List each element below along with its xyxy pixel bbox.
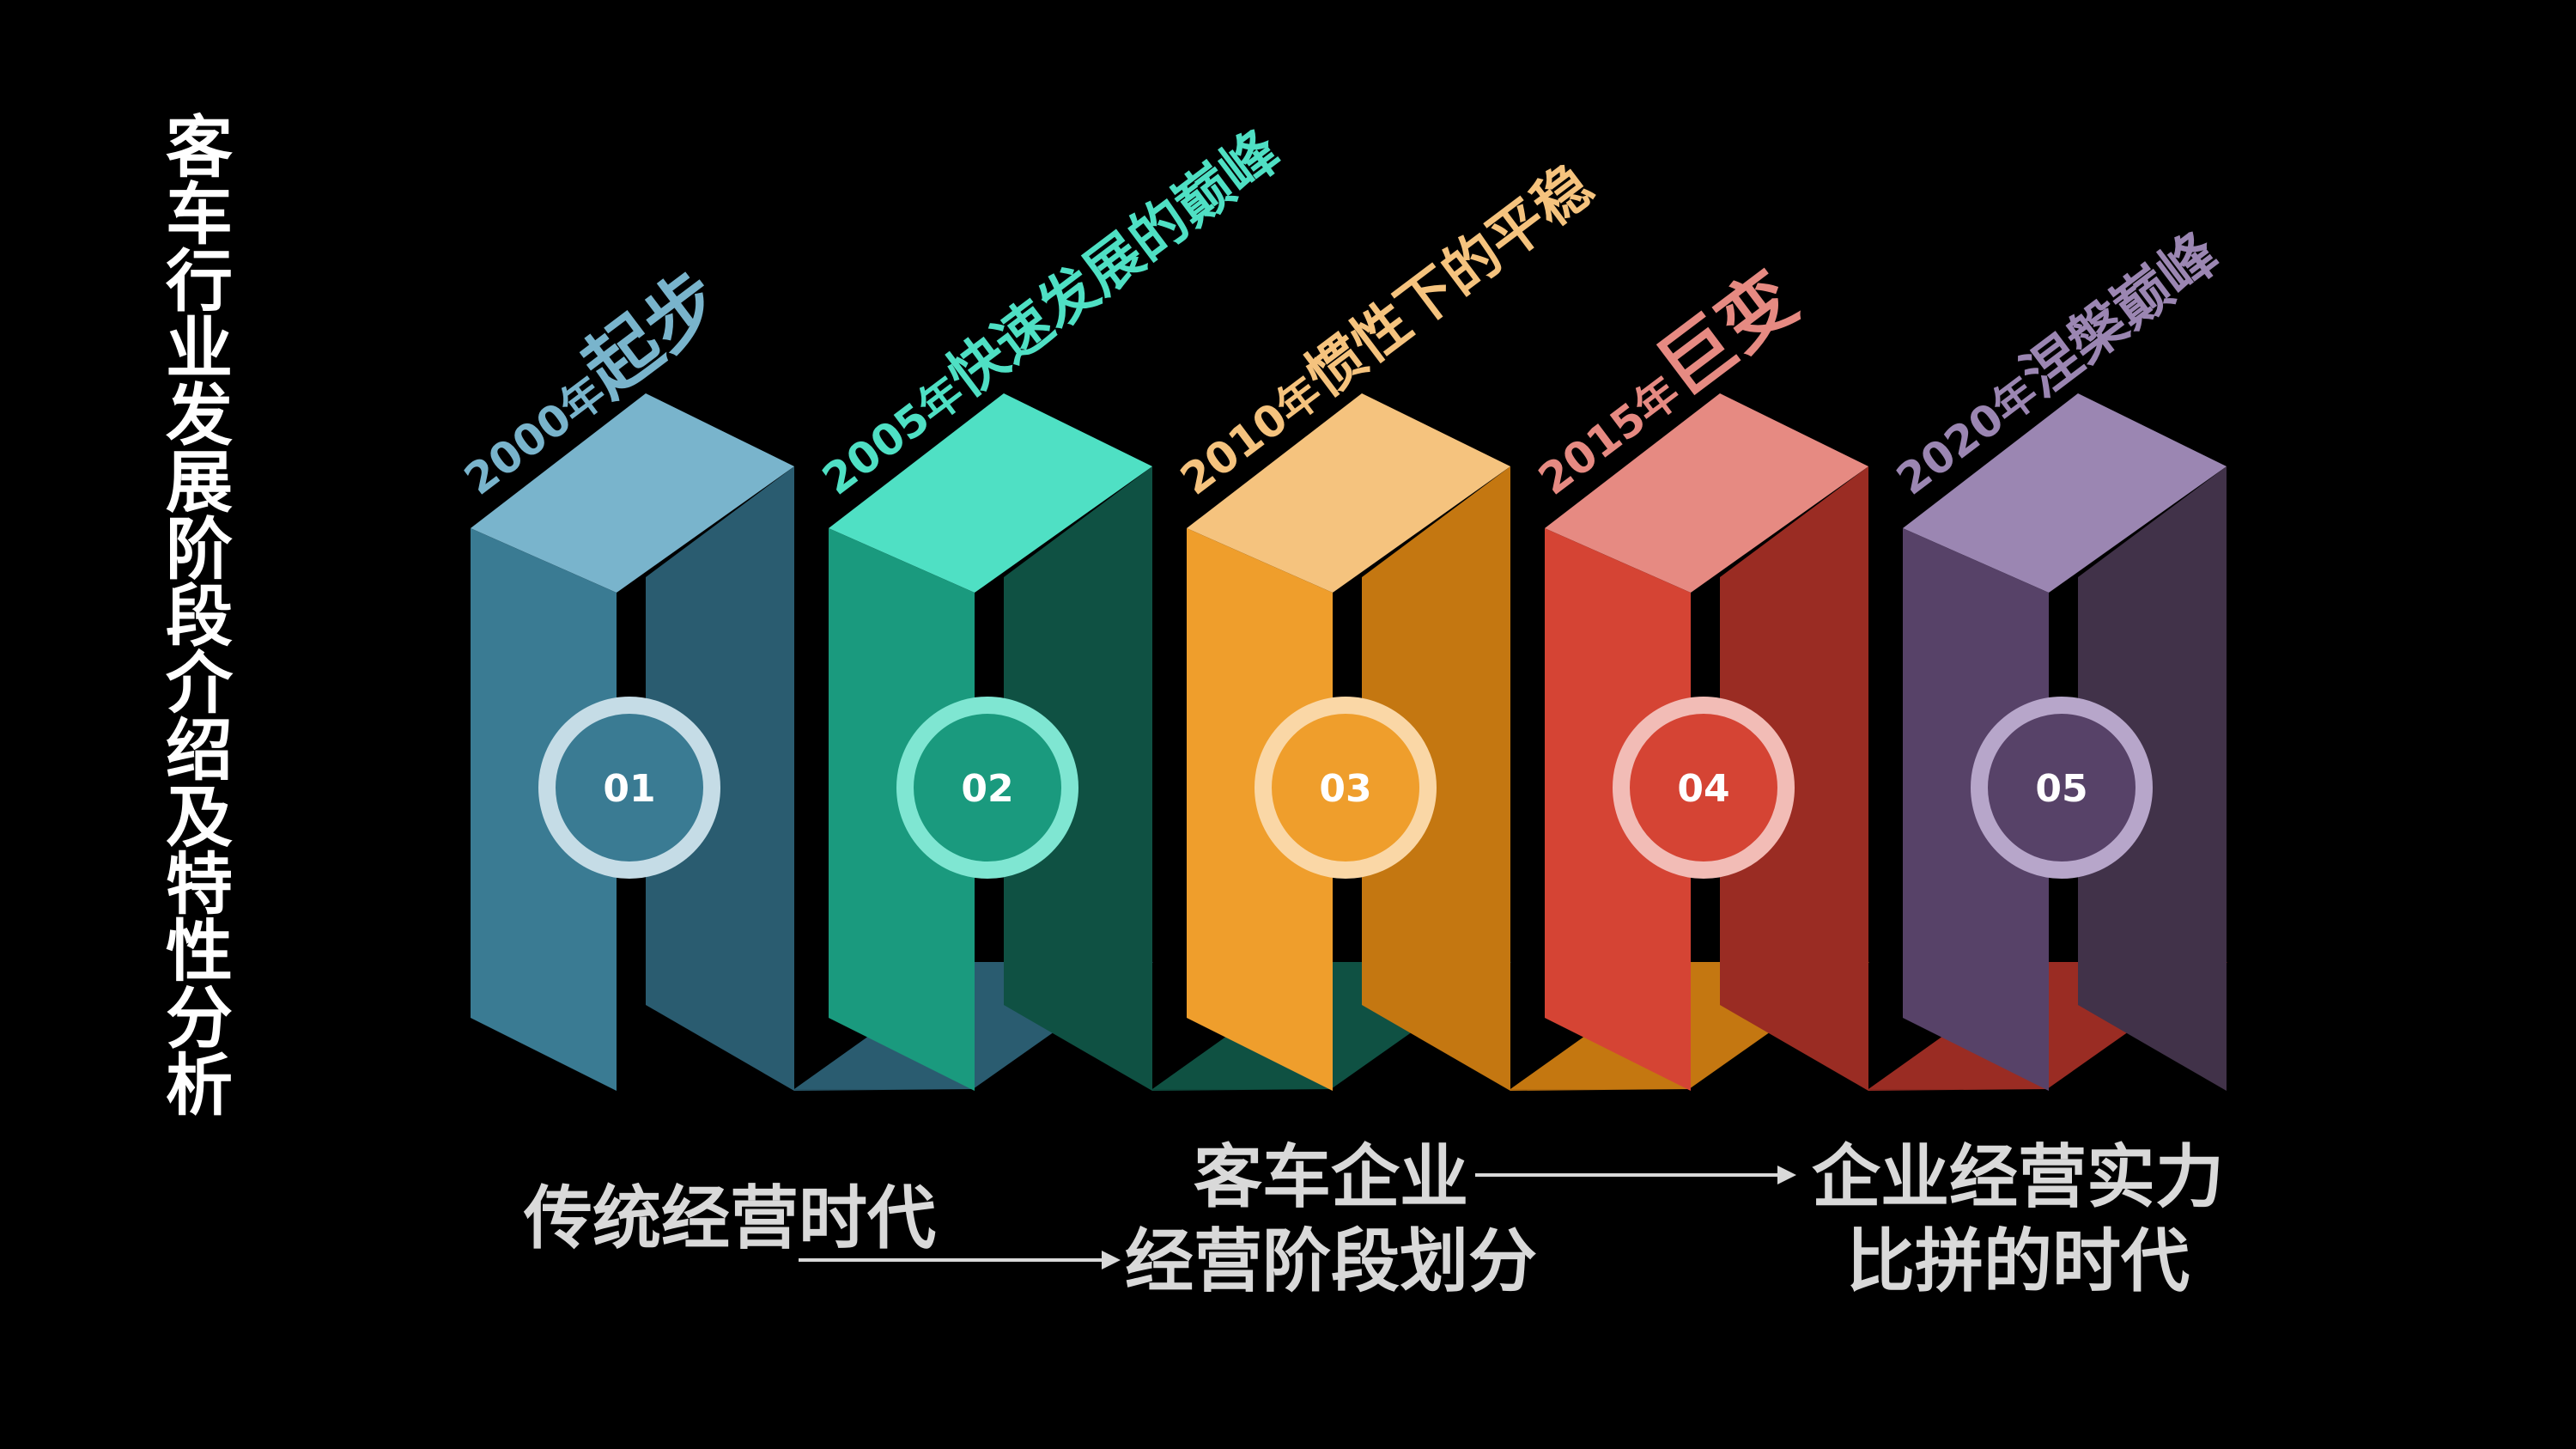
top-face-02 [829,393,1152,593]
right-leg-01 [646,466,794,1091]
number-ring-05 [1971,697,2153,879]
stage-name-02: 快速发展的巅峰 [935,118,1291,410]
stage-name-03: 惯性下的平稳 [1293,152,1605,410]
era-label-division-line1: 客车企业 [1194,1137,1468,1217]
number-ring-04 [1613,697,1795,879]
top-face-01 [471,393,794,593]
era-label-traditional: 传统经营时代 [524,1177,936,1261]
right-leg-03 [1362,466,1510,1091]
number-ring-02 [896,697,1078,879]
number-ring-03 [1255,697,1437,879]
arrow-head-1 [1102,1251,1121,1269]
flow-arrows [799,1166,1796,1269]
right-leg-02 [1004,466,1152,1091]
stage-number-05: 05 [2035,767,2087,811]
stage-number-01: 01 [603,767,655,811]
right-leg-04 [1720,466,1868,1091]
top-face-05 [1903,393,2227,593]
era-label-competition-line1: 企业经营实力 [1812,1137,2224,1217]
stage-name-05: 涅槃巅峰 [2009,221,2230,410]
stage-number-02: 02 [961,767,1013,811]
page-title: 客车行业发展阶段介绍及特性分析 [155,112,232,1117]
stage-number-03: 03 [1319,767,1371,811]
arrow-head-2 [1777,1166,1796,1184]
era-label-traditional-text: 传统经营时代 [524,1178,936,1258]
top-face-04 [1545,393,1868,593]
top-face-03 [1187,393,1510,593]
right-leg-05 [2078,466,2227,1091]
era-label-competition-line2: 比拼的时代 [1846,1221,2190,1301]
era-label-division-line2: 经营阶段划分 [1125,1221,1537,1301]
number-ring-01 [538,697,720,879]
era-label-division: 客车企业 经营阶段划分 [1125,1135,1537,1304]
stage-number-04: 04 [1677,767,1729,811]
era-label-competition: 企业经营实力 比拼的时代 [1812,1135,2224,1304]
